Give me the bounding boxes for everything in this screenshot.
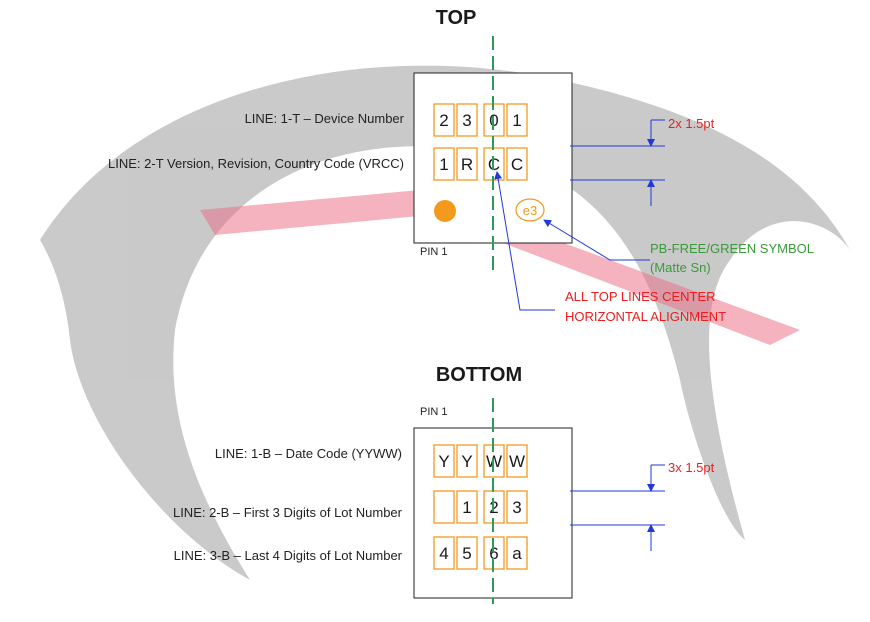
top-row1-char: 3 bbox=[462, 111, 471, 130]
top-row1-cell: 3 bbox=[456, 103, 478, 137]
top-row2-cell: C bbox=[506, 147, 528, 181]
bottom-spacing-label: 3x 1.5pt bbox=[668, 460, 715, 475]
line-3b-label: LINE: 3-B – Last 4 Digits of Lot Number bbox=[174, 548, 403, 563]
top-row2-cell: R bbox=[456, 147, 478, 181]
top-row2-cell: 1 bbox=[433, 147, 455, 181]
alignment-callout-line bbox=[494, 171, 555, 311]
bottom-row2-char: 1 bbox=[462, 498, 471, 517]
top-row1-cell: 2 bbox=[433, 103, 455, 137]
alignment-label-line1: ALL TOP LINES CENTER bbox=[565, 289, 716, 304]
bottom-row3-cell: 4 bbox=[433, 536, 455, 570]
bottom-row2-cell: 1 bbox=[456, 490, 478, 524]
bottom-row2-cell bbox=[433, 490, 455, 524]
bottom-row1-cell: W bbox=[506, 444, 528, 478]
bottom-row1-char: Y bbox=[461, 452, 472, 471]
bottom-row1-char: Y bbox=[438, 452, 449, 471]
bottom-row2-cell: 3 bbox=[506, 490, 528, 524]
line-2b-label: LINE: 2-B – First 3 Digits of Lot Number bbox=[173, 505, 403, 520]
top-row2-char: 1 bbox=[439, 155, 448, 174]
bottom-marking-grid: YYWW123456a bbox=[433, 444, 528, 570]
bottom-row3-cell: 5 bbox=[456, 536, 478, 570]
bottom-row1-cell: Y bbox=[433, 444, 455, 478]
bottom-spacing-dimension bbox=[570, 464, 665, 551]
pb-free-symbol bbox=[515, 198, 545, 222]
top-row2-char: R bbox=[461, 155, 473, 174]
top-spacing-label: 2x 1.5pt bbox=[668, 116, 715, 131]
top-spacing-dimension bbox=[570, 119, 665, 206]
pb-free-label-line2: (Matte Sn) bbox=[650, 260, 711, 275]
top-row1-char: 1 bbox=[512, 111, 521, 130]
bottom-title: BOTTOM bbox=[436, 364, 522, 386]
top-row1-char: 2 bbox=[439, 111, 448, 130]
top-title: TOP bbox=[436, 7, 477, 29]
top-pin1-label: PIN 1 bbox=[420, 246, 448, 258]
top-row1-cell: 1 bbox=[506, 103, 528, 137]
watermark-arc-shape bbox=[40, 65, 850, 580]
bottom-row2-char: 3 bbox=[512, 498, 521, 517]
bottom-row3-char: a bbox=[512, 544, 522, 563]
bottom-row3-char: 5 bbox=[462, 544, 471, 563]
bottom-row3-char: 6 bbox=[489, 544, 498, 563]
bottom-row3-cell: a bbox=[506, 536, 528, 570]
pb-free-callout-line bbox=[543, 219, 650, 261]
bottom-pin1-label: PIN 1 bbox=[420, 406, 448, 418]
alignment-label-line2: HORIZONTAL ALIGNMENT bbox=[565, 309, 726, 324]
pin1-dot bbox=[434, 200, 456, 222]
line-1b-label: LINE: 1-B – Date Code (YYWW) bbox=[215, 446, 402, 461]
line-1t-label: LINE: 1-T – Device Number bbox=[245, 111, 405, 126]
bottom-row3-char: 4 bbox=[439, 544, 448, 563]
line-2t-label: LINE: 2-T Version, Revision, Country Cod… bbox=[108, 156, 404, 171]
bottom-row1-cell: Y bbox=[456, 444, 478, 478]
top-row2-char: C bbox=[511, 155, 523, 174]
bottom-row1-char: W bbox=[509, 452, 525, 471]
pb-free-label-line1: PB-FREE/GREEN SYMBOL bbox=[650, 241, 814, 256]
e3-label: e3 bbox=[523, 203, 537, 218]
